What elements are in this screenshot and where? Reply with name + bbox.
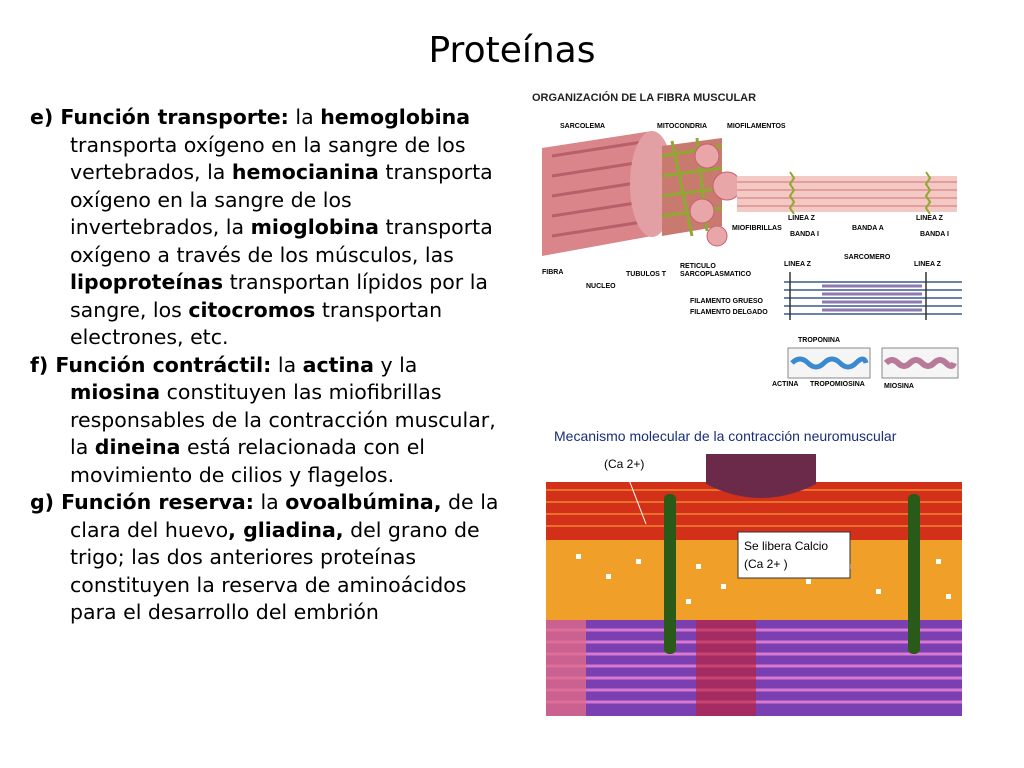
fiber-striations [551, 140, 643, 238]
label-banda-i: BANDA I [920, 231, 949, 238]
term-lipoproteinas: lipoproteínas [70, 270, 224, 294]
text: la [271, 352, 303, 377]
label-sarcolema: SARCOLEMA [560, 123, 605, 130]
pink-region [546, 620, 586, 716]
membrane-lines [546, 489, 962, 527]
calcium-ion-text: (Ca 2+ ) [744, 557, 788, 571]
text: la [253, 490, 286, 514]
figure2-title: Mecanismo molecular de la contracción ne… [554, 428, 897, 444]
neuromuscular-illustration: Mecanismo molecular de la contracción ne… [546, 428, 962, 716]
myofibril-bands [737, 181, 957, 207]
calcium-release-box [737, 531, 851, 579]
calcium-label: (Ca 2+) [604, 457, 644, 471]
myosin-strand [883, 357, 957, 369]
text: transportan lípidos por la sangre, los [70, 270, 488, 322]
label-miofilamentos: MIOFILAMENTOS [727, 123, 786, 130]
label-miosina: MIOSINA [884, 383, 914, 390]
term-hemoglobina: hemoglobina [320, 105, 471, 129]
label-tubulos-t: TUBULOS T [626, 271, 667, 278]
label-linea-z: LINEA Z [914, 261, 942, 268]
slide-title: Proteínas [428, 30, 596, 71]
heading-reserve: g) Función reserva: [30, 490, 254, 514]
label-actina: ACTINA [772, 381, 798, 388]
body-text: e) Función transporte: la hemoglobina tr… [30, 104, 500, 627]
term-hemocianina: hemocianina [231, 160, 379, 184]
label-sarcomero: SARCOMERO [844, 254, 891, 261]
figure-neuromuscular-contraction: Mecanismo molecular de la contracción ne… [546, 424, 962, 716]
paragraph-contractile: f) Función contráctil: la actina y la mi… [30, 352, 500, 490]
heading-transport: e) Función transporte: [30, 105, 289, 129]
label-fibra: FIBRA [542, 269, 563, 276]
term-actina: actina [302, 352, 374, 377]
term-mioglobina: mioglobina [250, 215, 379, 239]
label-linea-z: LINEA Z [916, 215, 944, 222]
thick-filaments [822, 284, 922, 312]
filaments [784, 281, 962, 315]
text: la [288, 105, 321, 129]
label-miofibrillas: MIOFIBRILLAS [732, 225, 782, 232]
myofibril-cross-section [694, 143, 720, 169]
label-linea-z: LINEA Z [788, 215, 816, 222]
t-tubule [908, 494, 920, 654]
paragraph-reserve: g) Función reserva: la ovoalbúmina, de l… [30, 489, 500, 627]
calcium-pointer [625, 471, 647, 525]
figure-muscle-fiber-organization: ORGANIZACIÓN DE LA FIBRA MUSCULAR [522, 86, 962, 394]
text: está relacionada con el movimiento de ci… [70, 435, 425, 487]
label-nucleo: NUCLEO [586, 283, 616, 290]
label-banda-i: BANDA I [790, 231, 819, 238]
label-reticulo: RETICULO [680, 263, 716, 270]
t-tubule [664, 494, 676, 654]
actin-strand [790, 356, 869, 370]
label-mitocondria: MITOCONDRIA [657, 123, 707, 130]
myofibril-cross-section [712, 171, 742, 201]
red-band [696, 620, 756, 716]
label-linea-z: LINEA Z [784, 261, 812, 268]
label-banda-a: BANDA A [852, 225, 884, 232]
paragraph-transport: e) Función transporte: la hemoglobina tr… [30, 104, 500, 352]
text: transporta oxígeno en la sangre de los i… [70, 160, 493, 239]
term-miosina: miosina [70, 380, 161, 404]
term-gliadina: , gliadina, [228, 517, 344, 542]
text: constituyen las miofibrillas responsable… [70, 380, 496, 459]
term-dineina: dineina [94, 435, 181, 459]
text: del grano de trigo; las dos anteriores p… [70, 517, 480, 625]
heading-contractile: f) Función contráctil: [30, 352, 272, 377]
text: transporta oxígeno en la sangre de los v… [70, 132, 466, 185]
term-citocromos: citocromos [188, 297, 316, 322]
myofibril-cross-section [706, 225, 728, 247]
myofibril-cross-section [689, 198, 715, 224]
term-ovoalbumina: ovoalbúmina, [285, 490, 442, 514]
z-lines [788, 171, 932, 215]
text: transportan electrones, etc. [70, 297, 443, 350]
label-filamento-delgado: FILAMENTO DELGADO [690, 309, 768, 316]
label-tropomiosina: TROPOMIOSINA [810, 381, 865, 388]
text: y la [373, 352, 418, 377]
muscle-fiber-illustration: ORGANIZACIÓN DE LA FIBRA MUSCULAR [532, 91, 962, 390]
text: de la clara del huevo [70, 490, 499, 542]
label-filamento-grueso: FILAMENTO GRUESO [690, 298, 764, 305]
label-sarcoplasmatico: SARCOPLASMATICO [680, 271, 752, 278]
figure1-title: ORGANIZACIÓN DE LA FIBRA MUSCULAR [532, 91, 756, 104]
calcium-release-text: Se libera Calcio [744, 539, 828, 553]
nerve-terminal [706, 454, 816, 498]
text: transporta oxígeno a través de los múscu… [70, 215, 493, 267]
label-troponina: TROPONINA [798, 337, 840, 344]
